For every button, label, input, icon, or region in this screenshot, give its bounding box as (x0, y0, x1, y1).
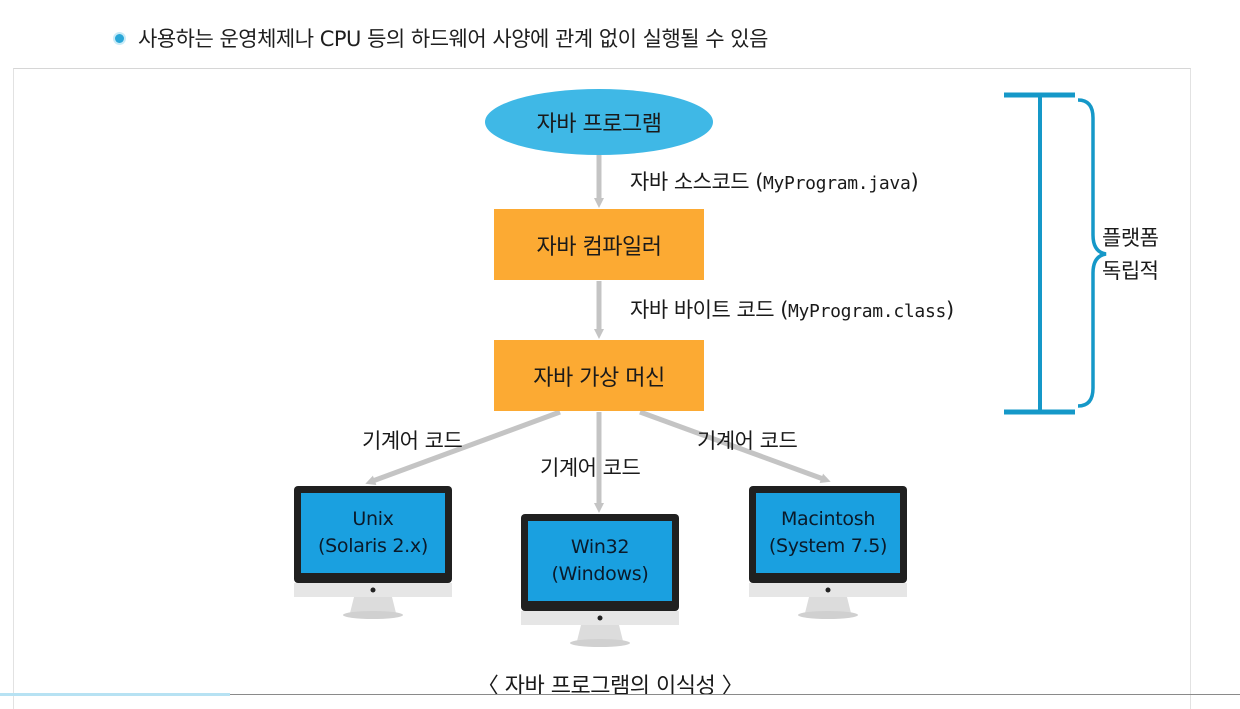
bytecode-file-name: MyProgram.class (787, 301, 947, 322)
win32-name: Win32 (570, 536, 630, 558)
source-code-suffix: ) (910, 170, 919, 194)
curly-brace-icon (1077, 98, 1107, 408)
machine-code-right-label: 기계어 코드 (697, 429, 798, 453)
macintosh-screen-text: Macintosh (System 7.5) (756, 493, 900, 573)
unix-name: Unix (352, 508, 394, 530)
macintosh-version: (System 7.5) (768, 535, 888, 557)
bottom-divider (0, 694, 1240, 695)
progress-accent (0, 693, 230, 696)
bullet-dot-icon (115, 33, 124, 43)
arrow-jvm-to-unix (365, 409, 561, 485)
source-code-label: 자바 소스코드 (MyProgram.java) (630, 166, 919, 196)
bytecode-suffix: ) (946, 298, 954, 322)
unix-computer-icon (294, 486, 452, 619)
platform-independent-line1: 플랫폼 (1102, 226, 1159, 250)
machine-code-center-label: 기계어 코드 (540, 456, 641, 480)
jvm-label: 자바 가상 머신 (533, 365, 665, 391)
source-code-prefix: 자바 소스코드 ( (630, 170, 763, 194)
platform-independent-label: 플랫폼 독립적 (1102, 222, 1159, 288)
platform-independent-line2: 독립적 (1102, 259, 1159, 283)
bytecode-prefix: 자바 바이트 코드 ( (630, 298, 788, 322)
unix-screen-text: Unix (Solaris 2.x) (301, 493, 445, 573)
arrow-jvm-to-mac (639, 409, 831, 483)
source-file-name: MyProgram.java (762, 173, 911, 194)
java-program-node (485, 89, 713, 155)
java-compiler-label: 자바 컴파일러 (536, 234, 662, 260)
win32-version: (Windows) (551, 563, 649, 585)
bytecode-label: 자바 바이트 코드 (MyProgram.class) (630, 294, 954, 324)
machine-code-left-label: 기계어 코드 (362, 429, 463, 453)
unix-version: (Solaris 2.x) (318, 535, 428, 557)
macintosh-computer-icon (749, 486, 907, 619)
bullet-line: 사용하는 운영체제나 CPU 등의 하드웨어 사양에 관계 없이 실행될 수 있… (115, 22, 768, 54)
bullet-text: 사용하는 운영체제나 CPU 등의 하드웨어 사양에 관계 없이 실행될 수 있… (138, 27, 768, 51)
java-compiler-node (494, 209, 704, 280)
macintosh-name: Macintosh (780, 508, 876, 530)
win32-computer-icon (521, 514, 679, 647)
jvm-node (494, 340, 704, 411)
win32-screen-text: Win32 (Windows) (528, 521, 672, 601)
figure-caption: 〈 자바 프로그램의 이식성 〉 (476, 674, 744, 699)
java-program-label: 자바 프로그램 (536, 112, 662, 137)
